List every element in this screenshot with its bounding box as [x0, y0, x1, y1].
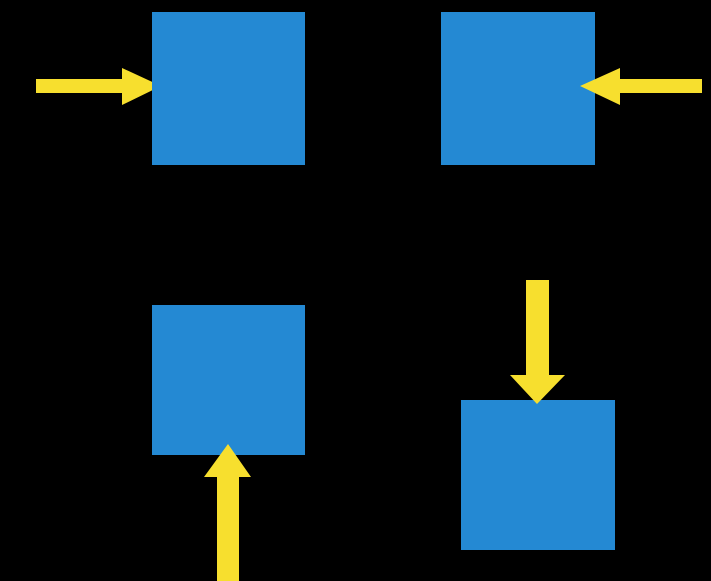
- diagram-node-3[interactable]: [152, 305, 305, 455]
- diagram-node-1[interactable]: [152, 12, 305, 165]
- diagram-node-4[interactable]: [461, 400, 615, 550]
- diagram-node-2[interactable]: [441, 12, 595, 165]
